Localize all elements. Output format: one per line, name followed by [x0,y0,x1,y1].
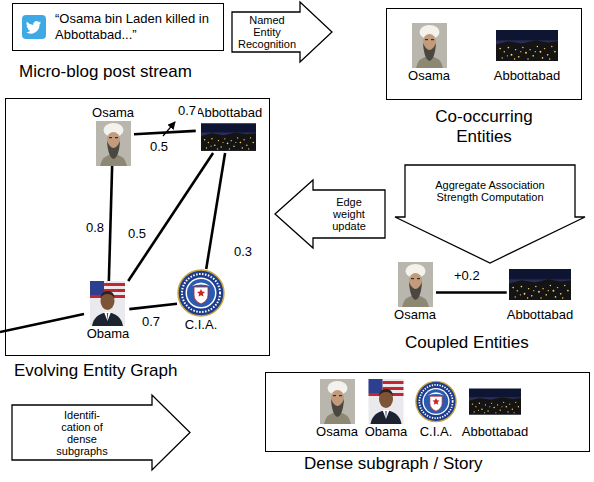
graph-edge [436,291,507,294]
block-arrow: Aggregate Association Strength Computati… [395,165,585,263]
entity-tile: Abbottabad [507,262,574,323]
graph-edge-stub [0,314,84,332]
entity-tile: C.I.A. [177,269,225,333]
entity-picture [367,379,405,424]
entity-picture-part [90,281,125,326]
entity-picture-part [416,381,456,421]
entity-picture [398,262,433,307]
entity-picture [320,379,355,424]
entity-tile: Osama [394,262,436,323]
weight-change-arrow [163,122,175,136]
step-label: Edge weight update [326,196,372,232]
entity-picture [509,262,571,307]
entity-tile: Obama [365,379,408,440]
entity-name: Osama [92,105,134,121]
entity-picture-part [412,23,447,68]
step-label: Aggregate Association Strength Computati… [420,179,560,203]
step-label: Identifi- cation of dense subgraphs [51,409,113,457]
entity-picture-part [509,269,571,300]
graph-edge [128,153,213,281]
stage-caption: Coupled Entities [403,333,531,353]
post-box: “Osama bin Laden killed in Abbottabad...… [12,3,224,51]
stage-caption: Co-occurring Entities [424,107,544,147]
entity-picture-part [178,270,224,316]
entity-picture-part [469,389,521,415]
graph-edge [109,166,112,281]
entity-tile: Abbottabad [462,379,529,440]
twitter-icon-part [22,15,46,39]
entity-picture [96,121,131,166]
graph-edge [206,153,225,269]
entity-name: C.I.A. [420,424,453,440]
edge-weight: 0.5 [126,226,148,241]
entity-name: Osama [408,68,450,84]
entity-picture-part [496,30,558,61]
edge-weight: 0.7 [176,103,198,119]
graph-edge [129,304,177,309]
entity-picture [177,269,225,317]
step-label: Named Entity Recognition [235,14,299,50]
entity-picture [201,121,256,153]
edge-weight: 0.5 [148,139,170,154]
entity-picture [469,379,521,424]
edge-weight: 0.3 [232,244,254,259]
block-arrow-outline [275,180,385,248]
entity-name: C.I.A. [185,317,218,333]
entity-tile: Abbottabad [494,23,561,84]
entity-name: Abbottabad [494,68,561,84]
entity-tile: Abbottabad [196,105,263,153]
entity-picture-part [398,262,433,307]
entity-picture [415,379,457,424]
entity-name: Abbottabad [462,424,529,440]
entity-picture-part [96,121,131,166]
block-arrow-outline [232,2,332,62]
entity-tile: C.I.A. [415,379,457,440]
panel-box: OsamaObamaC.I.A.AbbottabadDense subgraph… [265,372,590,452]
entity-name: Osama [394,307,436,323]
block-arrow-outline [395,165,585,263]
panel-box: OsamaAbbottabadCo-occurring Entities [386,8,582,100]
entity-name: Obama [87,326,130,342]
post-text: “Osama bin Laden killed in Abbottabad...… [55,11,215,43]
block-arrow-outline [12,395,190,470]
block-arrow: Identifi- cation of dense subgraphs [12,395,190,470]
block-arrow-outline [275,180,385,248]
entity-tile: Osama [408,23,450,84]
entity-name: Abbottabad [196,105,263,121]
entity-tile: Osama [92,105,134,166]
entity-picture [496,23,558,68]
edge-weight: 0.7 [140,314,162,329]
entity-picture-part [320,379,355,424]
stage-caption: Dense subgraph / Story [304,454,483,474]
graph-edge [134,131,196,134]
stage-caption: Evolving Entity Graph [14,361,177,381]
entity-picture [412,23,447,68]
stage-caption: Micro-blog post stream [19,62,192,82]
entity-picture-part [368,379,403,424]
block-arrow: Edge weight update [275,180,385,248]
block-arrow: Named Entity Recognition [232,2,332,62]
entity-picture [90,281,125,326]
entity-name: Obama [365,424,408,440]
entity-name: Abbottabad [507,307,574,323]
block-arrow-outline [232,2,332,62]
edge-weight: 0.8 [84,220,106,235]
twitter-icon [22,15,46,39]
edge-weight: +0.2 [452,268,482,283]
entity-name: Osama [316,424,358,440]
entity-tile: Osama [316,379,358,440]
entity-tile: Obama [87,281,130,342]
entity-picture-part [201,123,256,151]
